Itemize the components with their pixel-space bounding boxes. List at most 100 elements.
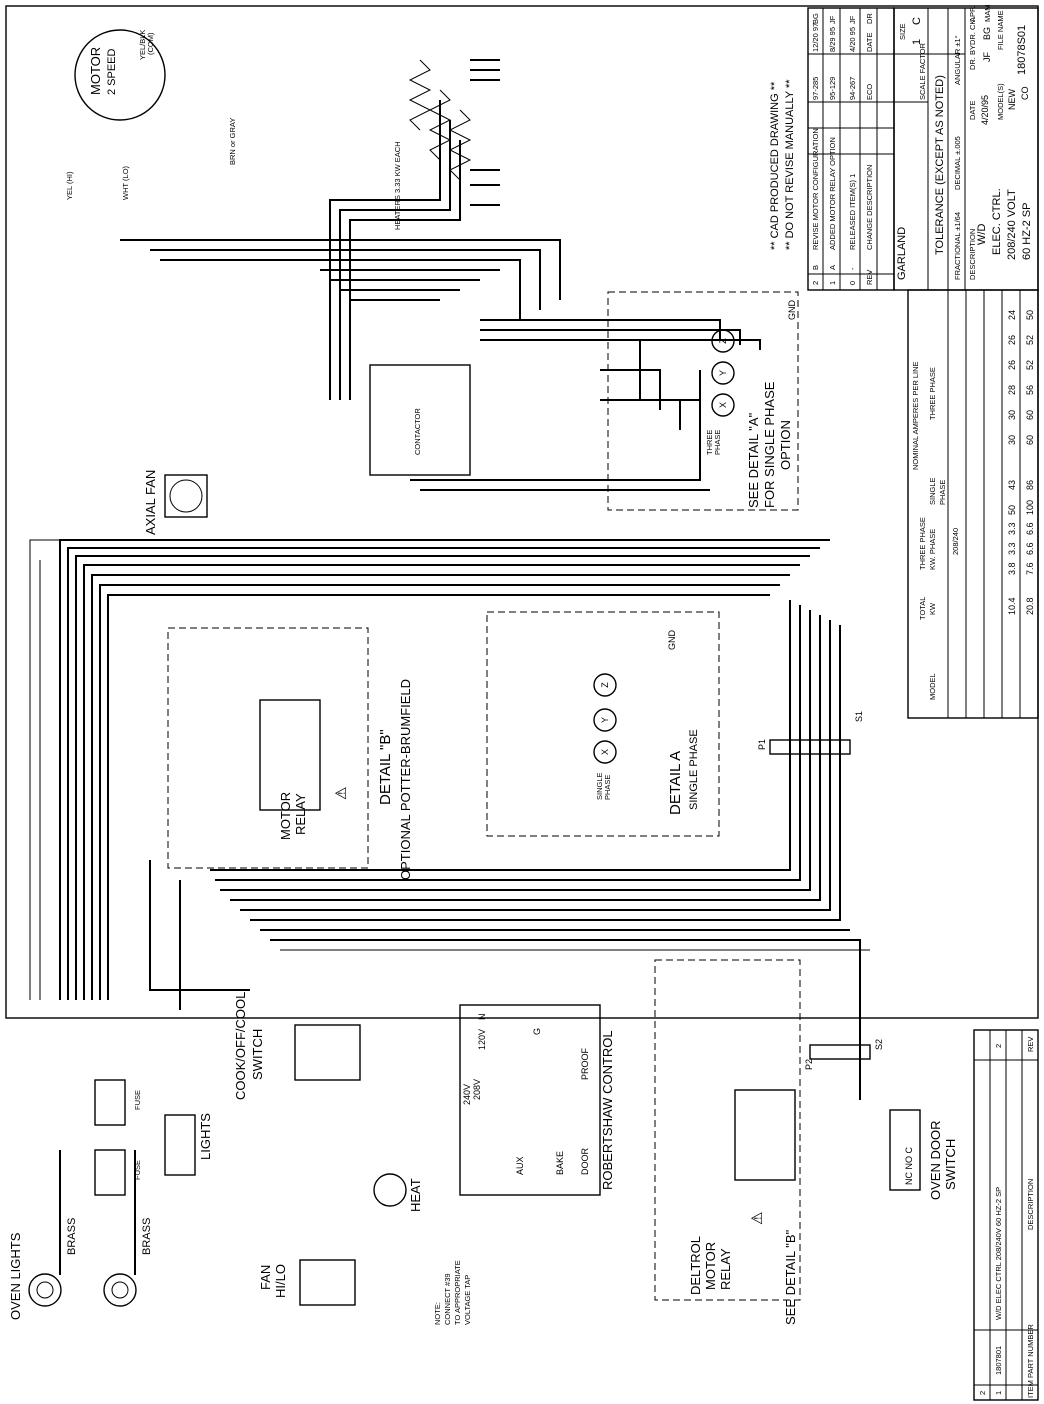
rev-row-0-desc: REVISE MOTOR CONFIGURATION xyxy=(811,128,820,250)
brass-label-1: BRASS xyxy=(66,1218,78,1255)
wire-bundle-left xyxy=(29,539,830,1000)
scale-factor-label: SCALE FACTOR xyxy=(918,42,927,100)
note-line-2: TO APPROPRIATE xyxy=(453,1260,462,1325)
heat-light-icon xyxy=(373,1173,407,1207)
note-line-1: CONNECT #39 xyxy=(443,1273,452,1325)
amps-row-1-x240: 52 xyxy=(1025,360,1035,370)
terminal-x-label: X xyxy=(600,749,610,755)
parts-header-item: ITEM xyxy=(1026,1380,1035,1398)
amps-row-0-xz: 3.3 xyxy=(1007,522,1017,535)
amps-total-header: TOTAL xyxy=(918,597,927,620)
wire-bundle-bottom xyxy=(149,600,870,1100)
proof-label: PROOF xyxy=(580,1047,590,1080)
single-phase-tag: SINGLE xyxy=(595,772,604,800)
amps-row-0-yz: 3.3 xyxy=(1007,542,1017,555)
amps-row-0-xy: 3.8 xyxy=(1007,562,1017,575)
oven-door-switch-block: NC NO C OVEN DOOR SWITCH xyxy=(889,1109,958,1200)
lights-block: LIGHTS xyxy=(164,1113,213,1176)
title-block: GARLAND SCALE FACTOR 1 SIZE C TOLERANCE … xyxy=(893,5,1039,291)
door-label: DOOR xyxy=(580,1147,590,1175)
rev-row-1-date: 8/29 95 xyxy=(828,27,837,52)
deltrol-relay-label: RELAY xyxy=(718,1248,733,1290)
motor-icon xyxy=(74,29,166,121)
amps-single-header: SINGLE xyxy=(928,477,937,505)
terminal-z-3ph xyxy=(711,329,735,353)
amps-row-1-z240: 50 xyxy=(1025,310,1035,320)
rev-row-1-rev: 1 xyxy=(828,281,837,285)
fan-label: FAN xyxy=(258,1265,273,1290)
yel-hi-label: YEL (HI) xyxy=(65,171,74,200)
parts-header-description: DESCRIPTION xyxy=(1026,1179,1035,1230)
terminal-x-3ph-label: X xyxy=(718,402,728,408)
lights-label: LIGHTS xyxy=(198,1113,213,1160)
description-line-4: 60 HZ-2 SP xyxy=(1021,203,1033,260)
terminal-x-3ph xyxy=(711,393,735,417)
rev-row-2-dr: JF xyxy=(848,15,857,24)
rev-row-2-rev: 0 xyxy=(848,281,857,285)
detail-a-reference-box xyxy=(607,291,799,511)
description-line-3: 208/240 VOLT xyxy=(1006,189,1018,260)
v120-label: 120V xyxy=(477,1029,487,1050)
see-detail-a-sub: FOR SINGLE PHASE xyxy=(762,381,777,508)
date-label: DATE xyxy=(968,101,977,120)
aux-label: AUX xyxy=(515,1156,525,1175)
rev-row-2-desc: RELEASED ITEM(S) 1 xyxy=(848,174,857,250)
wire-bundle-right xyxy=(410,319,761,491)
deltrol-detail-box xyxy=(654,959,801,1301)
drawing-border xyxy=(5,5,1039,1019)
yel-blk-label: YEL/BLK xyxy=(138,30,147,60)
detail-a-title: DETAIL A xyxy=(667,751,684,815)
terminal-y-label: Y xyxy=(600,717,610,723)
three-phase-tag-sub: PHASE xyxy=(713,430,722,455)
fuse-label-1: FUSE xyxy=(133,1090,142,1110)
amps-row-0-z208: 28 xyxy=(1007,385,1017,395)
brass-label-2: BRASS xyxy=(141,1218,153,1255)
p2-label: P2 xyxy=(804,1059,814,1070)
scale-factor-value: 1 xyxy=(911,39,923,45)
amps-row-1-x208: 60 xyxy=(1025,435,1035,445)
amps-three-phase-header: THREE PHASE xyxy=(918,517,927,570)
parts-row-1-description: W/D ELEC CTRL 208/240V 60 HZ-2 SP xyxy=(994,1187,1003,1320)
amps-row-0-z240: 24 xyxy=(1007,310,1017,320)
note-block: NOTE: CONNECT #39 TO APPROPRIATE VOLTAGE… xyxy=(433,1260,472,1325)
deltrol-motor-label: MOTOR xyxy=(703,1242,718,1290)
detail-b-title: DETAIL "B" xyxy=(377,729,394,805)
rev-header-date: DATE xyxy=(865,33,874,52)
gnd-label-3ph: GND xyxy=(787,300,797,321)
detail-b-subtitle: OPTIONAL POTTER-BRUMFIELD xyxy=(398,679,413,880)
motor-speed-label: 2 SPEED xyxy=(106,48,118,95)
amps-row-1-sp208: 100 xyxy=(1025,500,1035,515)
dr-value: JF xyxy=(982,52,992,63)
file-label: FILE NAME xyxy=(996,10,1005,50)
amps-row-0-x240: 26 xyxy=(1007,360,1017,370)
lights-switch xyxy=(164,1114,196,1176)
detail-a-box xyxy=(486,611,720,837)
amps-row-0-y208: 30 xyxy=(1007,410,1017,420)
note-label: NOTE: xyxy=(433,1302,442,1325)
amps-row-0-sp240: 43 xyxy=(1007,480,1017,490)
app-label: APP. xyxy=(968,6,977,22)
terminal-z-label: Z xyxy=(600,682,610,688)
amps-row-0-x208: 30 xyxy=(1007,435,1017,445)
cad-note-line-2: ** DO NOT REVISE MANUALLY ** xyxy=(784,79,796,250)
v208-label: 208V xyxy=(472,1079,482,1100)
fan-hilo-label: HI/LO xyxy=(273,1264,288,1298)
parts-row-1-rev: 2 xyxy=(994,1044,1003,1048)
rev-header-dr: DR xyxy=(865,13,874,24)
amps-phase-header: PHASE xyxy=(938,480,947,505)
brn-gray-label: BRN or GRAY xyxy=(228,118,237,165)
rev-row-1-desc: ADDED MOTOR RELAY OPTION xyxy=(828,137,837,250)
wire-bundle-top xyxy=(120,59,561,400)
connectors: P1 S1 P2 S2 xyxy=(757,711,884,1070)
motor-label: MOTOR xyxy=(88,47,103,95)
garland-logo: GARLAND xyxy=(896,227,908,280)
gnd-label-a: GND xyxy=(667,630,677,651)
rev-row-0-sym: B xyxy=(811,265,820,270)
axial-fan-block: AXIAL FAN xyxy=(143,470,208,535)
oven-lights-label: OVEN LIGHTS xyxy=(8,1232,23,1320)
rev-header-rev: REV xyxy=(865,270,874,285)
rev-row-0-date: 12/20 97 xyxy=(811,23,820,52)
wht-lo-label: WHT (LO) xyxy=(121,165,130,200)
terminal-x xyxy=(593,740,617,764)
deltrol-label: DELTROL xyxy=(688,1236,703,1295)
